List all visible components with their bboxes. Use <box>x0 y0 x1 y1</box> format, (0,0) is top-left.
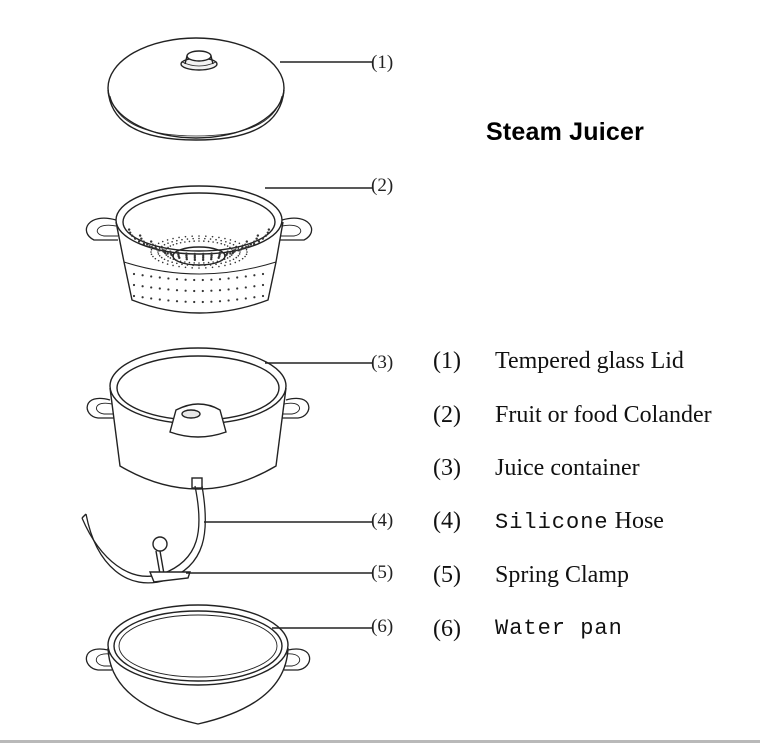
bottom-divider <box>0 740 760 743</box>
legend-label: Spring Clamp <box>495 562 630 588</box>
diagram-title: Steam Juicer <box>486 118 645 146</box>
colander-illustration <box>85 185 372 314</box>
callout-2: (2) <box>371 175 394 196</box>
lid-illustration <box>107 37 372 141</box>
legend-number: (5) <box>433 562 461 588</box>
silicone-hose-illustration <box>81 485 372 584</box>
callout-6: (6) <box>371 616 394 637</box>
legend-number: (6) <box>433 616 461 642</box>
callout-5: (5) <box>371 562 394 583</box>
legend-label: Juice container <box>495 455 640 481</box>
legend-label: Silicone <box>495 510 609 535</box>
legend-label: Water pan <box>495 616 623 641</box>
juice-container-illustration <box>86 347 372 490</box>
callout-3: (3) <box>371 352 394 373</box>
legend-number: (1) <box>433 348 461 374</box>
spring-clamp-illustration <box>148 536 372 583</box>
legend-label: Tempered glass Lid <box>495 348 684 374</box>
water-pan-illustration <box>85 604 372 725</box>
callout-1: (1) <box>371 52 394 73</box>
lid-knob-icon <box>180 50 218 71</box>
callout-4: (4) <box>371 510 394 531</box>
legend-number: (3) <box>433 455 461 481</box>
legend-number: (4) <box>433 508 461 534</box>
legend-label-extra: Hose <box>614 508 664 534</box>
legend-label: Fruit or food Colander <box>495 402 712 428</box>
legend-number: (2) <box>433 402 461 428</box>
